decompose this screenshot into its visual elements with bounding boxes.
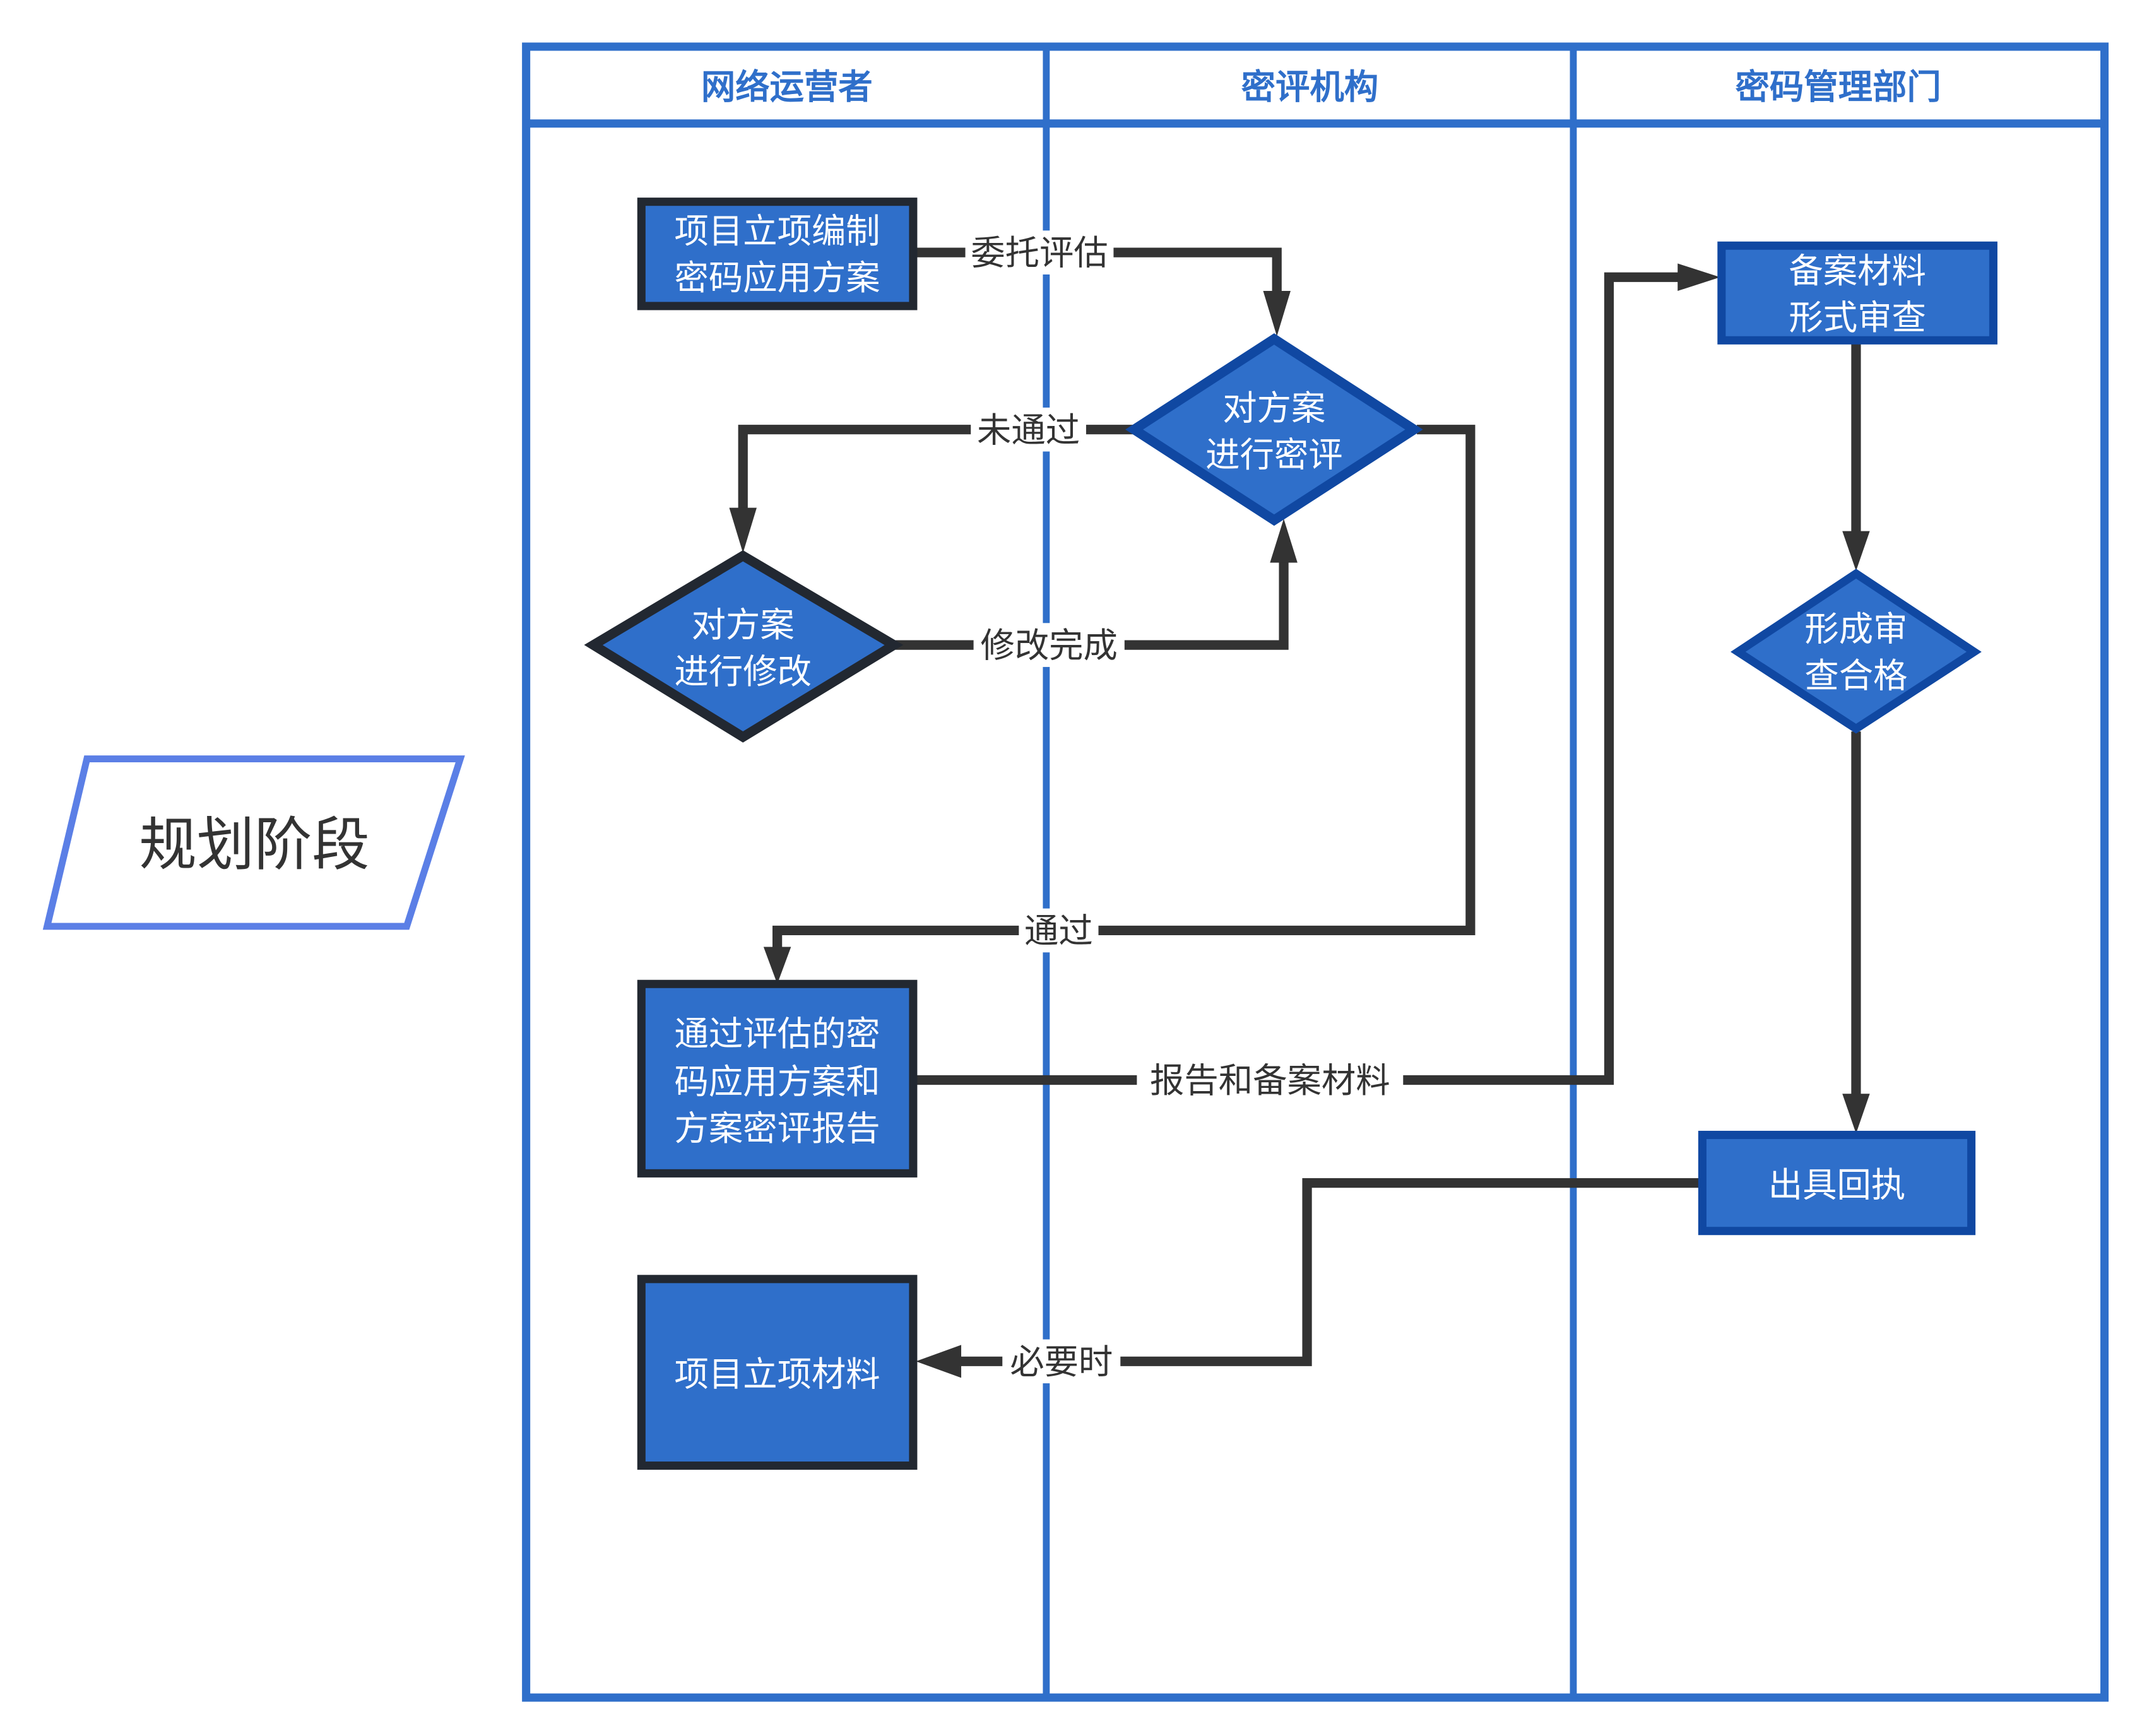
edge-not-passed[interactable]: 未通过 bbox=[729, 407, 1133, 553]
node-label-line: 通过评估的密 bbox=[675, 1014, 880, 1054]
edge-revision-done[interactable]: 修改完成 bbox=[895, 519, 1298, 667]
node-label-line: 查合格 bbox=[1804, 656, 1907, 696]
lane-title: 网络运营者 bbox=[701, 68, 873, 107]
edge-when-necessary[interactable]: 必要时 bbox=[916, 1178, 1703, 1384]
phase-block[interactable]: 规划阶段 bbox=[42, 755, 465, 930]
node-label-line: 项目立项编制 bbox=[675, 211, 880, 251]
node-revise-plan[interactable]: 对方案 进行修改 bbox=[584, 550, 904, 743]
edge-label: 未通过 bbox=[977, 410, 1080, 450]
lane-title: 密码管理部门 bbox=[1736, 68, 1941, 107]
node-label-line: 项目立项材料 bbox=[675, 1354, 880, 1394]
node-label-line: 进行修改 bbox=[675, 652, 812, 692]
node-label-line: 形成审 bbox=[1804, 610, 1907, 649]
lane-header-authority: 密码管理部门 bbox=[1736, 68, 1941, 107]
lane-header-operator: 网络运营者 bbox=[701, 68, 873, 107]
arrow-head-icon bbox=[1263, 291, 1291, 336]
edge-label: 报告和备案材料 bbox=[1150, 1061, 1390, 1101]
arrow-head-icon bbox=[729, 507, 757, 553]
edge-label: 通过 bbox=[1024, 911, 1093, 951]
lane-header-assessor: 密评机构 bbox=[1241, 68, 1378, 107]
node-prepare-plan[interactable]: 项目立项编制 密码应用方案 bbox=[637, 198, 918, 310]
node-assess-plan[interactable]: 对方案 进行密评 bbox=[1125, 333, 1423, 526]
phase-label: 规划阶段 bbox=[139, 811, 369, 878]
edge-label: 必要时 bbox=[1010, 1342, 1113, 1382]
node-label-line: 对方案 bbox=[1222, 388, 1325, 428]
arrow-head-icon bbox=[763, 947, 791, 984]
arrow-head-icon bbox=[1270, 519, 1298, 563]
node-issue-receipt[interactable]: 出具回执 bbox=[1698, 1130, 1976, 1236]
edge-passed[interactable]: 通过 bbox=[763, 425, 1476, 984]
edge-label: 修改完成 bbox=[980, 626, 1117, 666]
edge-entrust[interactable]: 委托评估 bbox=[913, 230, 1291, 336]
node-label-line: 方案密评报告 bbox=[675, 1109, 880, 1148]
node-label-line: 对方案 bbox=[692, 605, 795, 645]
edge-report-materials[interactable]: 报告和备案材料 bbox=[913, 263, 1720, 1102]
node-label-line: 密码应用方案 bbox=[675, 258, 880, 298]
arrow-head-icon bbox=[1678, 263, 1720, 292]
node-label-line: 备案材料 bbox=[1789, 251, 1926, 291]
node-formal-review[interactable]: 备案材料 形式审查 bbox=[1717, 241, 1997, 345]
edge-decision-to-receipt[interactable] bbox=[1842, 731, 1870, 1134]
node-review-passed[interactable]: 形成审 查合格 bbox=[1731, 569, 1982, 734]
node-label-line: 码应用方案和 bbox=[675, 1062, 880, 1102]
arrow-head-icon bbox=[1842, 531, 1870, 571]
arrow-head-icon bbox=[1842, 1094, 1870, 1134]
node-approved-plan-report[interactable]: 通过评估的密 码应用方案和 方案密评报告 bbox=[637, 979, 918, 1178]
node-label-line: 出具回执 bbox=[1768, 1165, 1905, 1205]
edge-review-to-decision[interactable] bbox=[1842, 341, 1870, 571]
node-label-line: 进行密评 bbox=[1205, 435, 1342, 475]
node-project-materials[interactable]: 项目立项材料 bbox=[637, 1275, 918, 1470]
lane-title: 密评机构 bbox=[1241, 68, 1378, 107]
arrow-head-icon bbox=[916, 1345, 962, 1378]
edge-label: 委托评估 bbox=[971, 233, 1108, 273]
node-label-line: 形式审查 bbox=[1789, 298, 1926, 338]
